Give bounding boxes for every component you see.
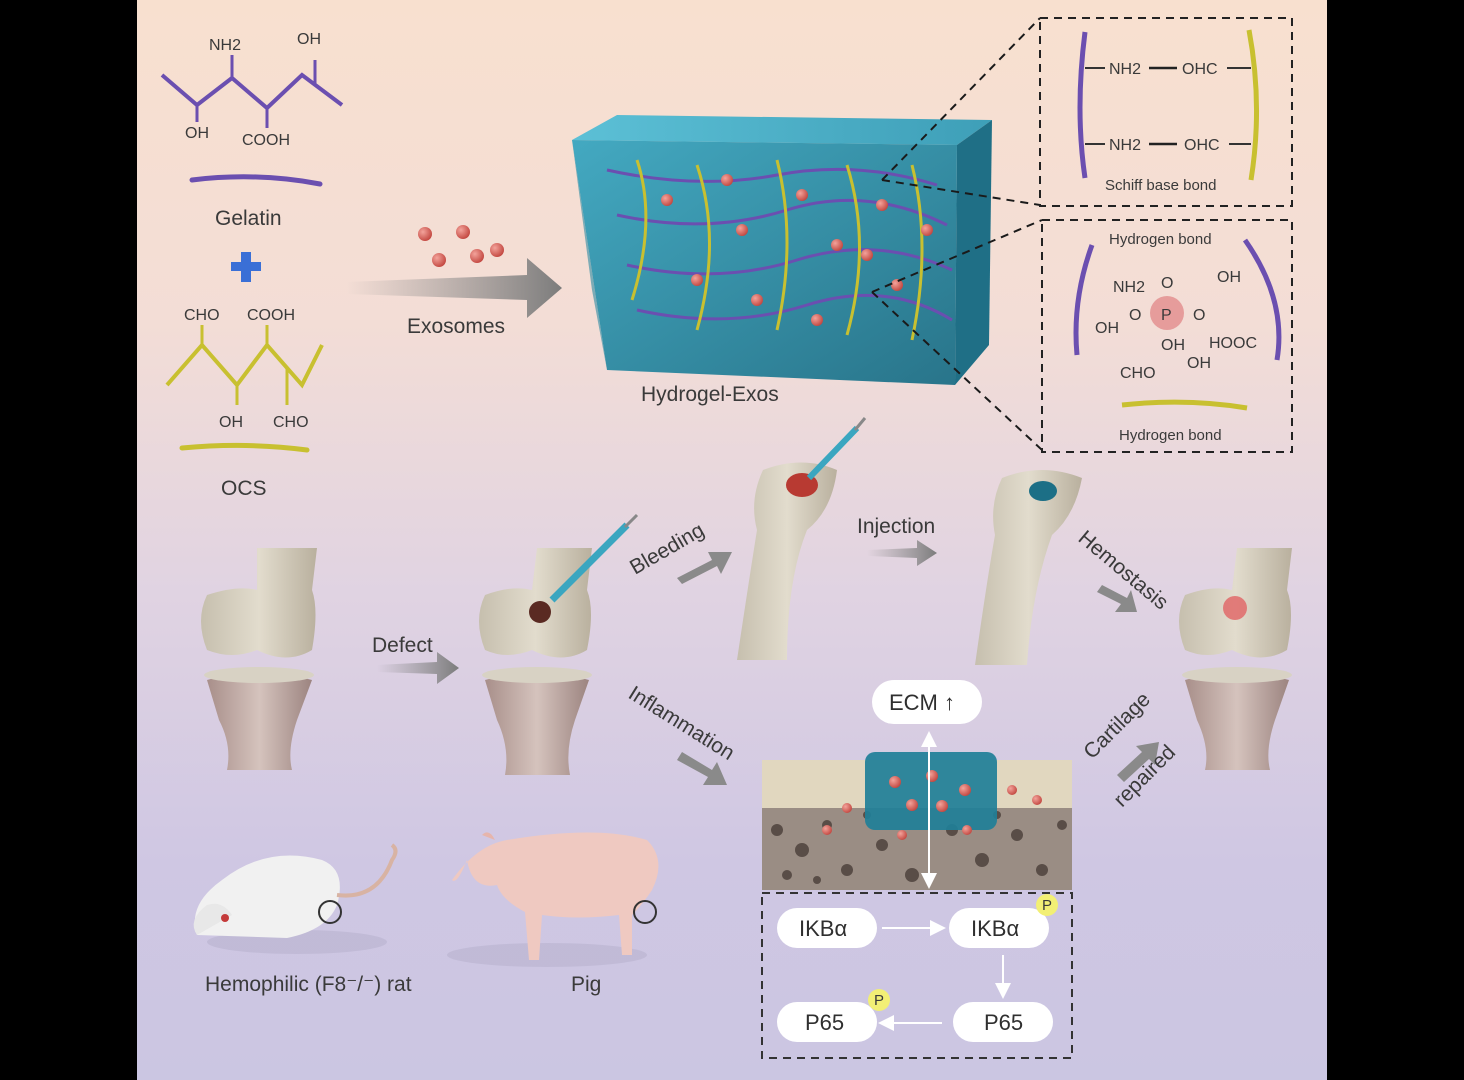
repaired-knee <box>1179 548 1292 770</box>
ocs-oh: OH <box>219 414 243 431</box>
hbond-oh-right: OH <box>1217 269 1241 286</box>
tissue-section <box>762 731 1072 890</box>
pathway-phospho-1: P <box>1042 897 1052 914</box>
gelatin-structure: NH2 OH OH COOH Gelatin <box>160 31 344 230</box>
pathway-box: IKBα IKBα P P65 P65 P <box>761 892 1073 1059</box>
rat-label: Hemophilic (F8⁻/⁻) rat <box>205 973 412 996</box>
schiff-nh2-2: NH2 <box>1109 137 1141 154</box>
inflammation-label: Inflammation <box>624 682 738 765</box>
pathway-ikba-1: IKBα <box>799 916 847 941</box>
figure-canvas: NH2 OH OH COOH Gelatin CHO COOH OH CHO O… <box>137 0 1327 1080</box>
hbond-oh-low: OH <box>1187 355 1211 372</box>
hydrogel-cube: Hydrogel-Exos <box>572 115 992 406</box>
hbond-top-caption: Hydrogen bond <box>1109 231 1212 248</box>
hydrogel-label: Hydrogel-Exos <box>641 383 779 406</box>
gelatin-oh-bottom: OH <box>185 125 209 142</box>
defect-label: Defect <box>372 634 433 657</box>
ocs-cho-top: CHO <box>184 307 220 324</box>
zoom-lines <box>871 17 1043 451</box>
ecm-badge: ECM ↑ <box>872 680 982 724</box>
defect-knee <box>479 513 639 775</box>
schiff-base-box: NH2 OHC NH2 OHC Schiff base bond <box>1039 17 1293 207</box>
ocs-label: OCS <box>221 477 267 500</box>
treated-tibia <box>975 470 1082 665</box>
pathway-p65-2: P65 <box>805 1010 844 1035</box>
plus-icon <box>231 252 261 282</box>
pathway-phospho-2: P <box>874 992 884 1009</box>
hemostasis-arrow: Hemostasis <box>1074 526 1173 614</box>
pig-illustration: Pig <box>447 832 659 996</box>
schiff-ohc-2: OHC <box>1184 137 1220 154</box>
rat-illustration: Hemophilic (F8⁻/⁻) rat <box>193 843 412 996</box>
healthy-knee <box>201 548 317 770</box>
exosomes-label: Exosomes <box>407 315 505 338</box>
hbond-o-left: O <box>1129 307 1141 324</box>
schiff-caption: Schiff base bond <box>1105 177 1216 194</box>
ocs-structure: CHO COOH OH CHO OCS <box>165 307 324 500</box>
hbond-cho: CHO <box>1120 365 1156 382</box>
bleeding-arrow: Bleeding <box>626 519 732 584</box>
defect-arrow: Defect <box>372 634 459 684</box>
schiff-nh2-1: NH2 <box>1109 61 1141 78</box>
ocs-cooh: COOH <box>247 307 295 324</box>
hydrogen-bond-box: Hydrogen bond NH2 O OH O P O OH OH HOOC … <box>1041 219 1293 453</box>
cartilage-arrow: Cartilage repaired <box>1079 688 1180 812</box>
inflammation-arrow: Inflammation <box>624 682 738 785</box>
exosomes-arrow: Exosomes <box>347 225 562 338</box>
ocs-cho-bottom: CHO <box>273 414 309 431</box>
hbond-o-right: O <box>1193 307 1205 324</box>
figure-svg: NH2 OH OH COOH Gelatin CHO COOH OH CHO O… <box>160 17 1293 1059</box>
gelatin-label: Gelatin <box>215 207 282 230</box>
gelatin-oh-top: OH <box>297 31 321 48</box>
schiff-ohc-1: OHC <box>1182 61 1218 78</box>
pathway-ikba-2: IKBα <box>971 916 1019 941</box>
injection-arrow: Injection <box>857 515 937 566</box>
pathway-p65-1: P65 <box>984 1010 1023 1035</box>
hbond-bottom-caption: Hydrogen bond <box>1119 427 1222 444</box>
pig-label: Pig <box>571 973 601 996</box>
hbond-o-top: O <box>1161 275 1173 292</box>
hbond-nh2: NH2 <box>1113 279 1145 296</box>
hbond-oh-left: OH <box>1095 320 1119 337</box>
hbond-oh-bottom: OH <box>1161 337 1185 354</box>
gelatin-cooh: COOH <box>242 132 290 149</box>
hbond-hooc: HOOC <box>1209 335 1257 352</box>
hbond-p: P <box>1161 307 1172 324</box>
gelatin-nh2: NH2 <box>209 37 241 54</box>
bleeding-tibia <box>737 417 867 660</box>
ecm-label: ECM ↑ <box>889 690 955 715</box>
injection-label: Injection <box>857 515 935 538</box>
